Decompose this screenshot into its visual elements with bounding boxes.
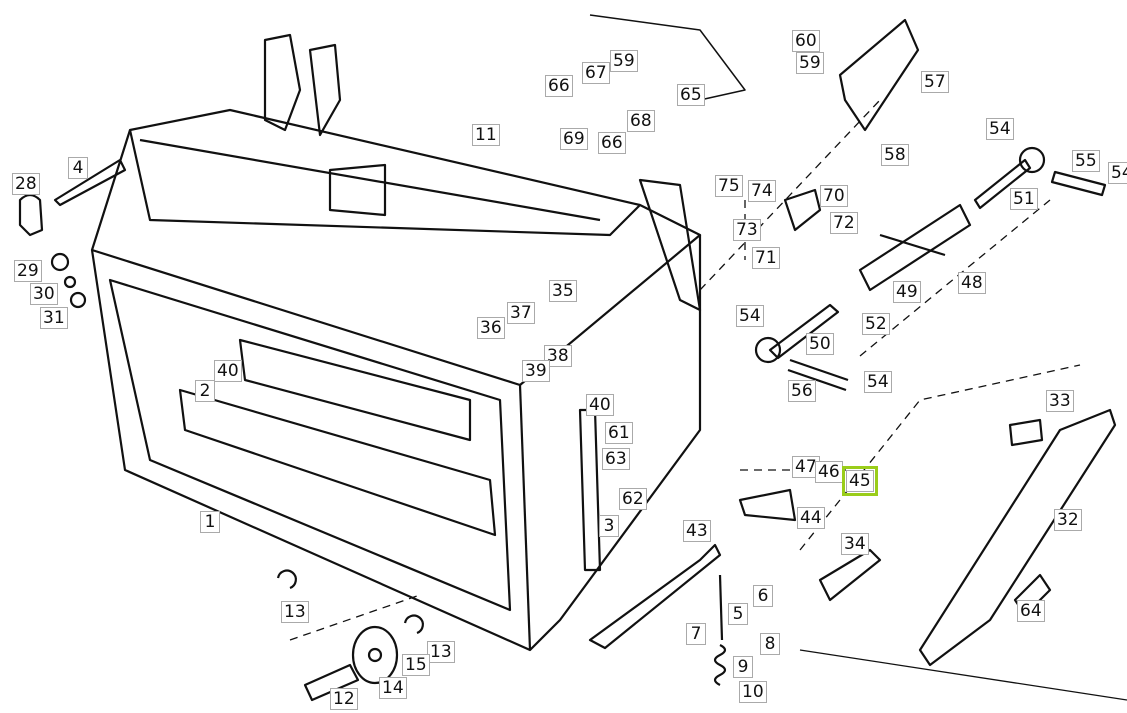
part-label-29[interactable]: 29	[14, 260, 42, 282]
part-label-39[interactable]: 39	[522, 360, 550, 382]
part-label-9[interactable]: 9	[733, 656, 753, 678]
part-label-62[interactable]: 62	[619, 488, 647, 510]
part-label-11[interactable]: 11	[472, 124, 500, 146]
part-label-54[interactable]: 54	[1108, 162, 1127, 184]
part-label-43[interactable]: 43	[683, 520, 711, 542]
part-label-30[interactable]: 30	[30, 283, 58, 305]
part-label-36[interactable]: 36	[477, 317, 505, 339]
part-label-40[interactable]: 40	[586, 394, 614, 416]
part-label-6[interactable]: 6	[753, 585, 773, 607]
part-label-60[interactable]: 60	[792, 30, 820, 52]
part-label-68[interactable]: 68	[627, 110, 655, 132]
part-label-35[interactable]: 35	[549, 280, 577, 302]
part-label-5[interactable]: 5	[728, 603, 748, 625]
part-label-34[interactable]: 34	[841, 533, 869, 555]
part-label-59[interactable]: 59	[796, 52, 824, 74]
part-label-31[interactable]: 31	[40, 307, 68, 329]
part-label-8[interactable]: 8	[760, 633, 780, 655]
part-label-70[interactable]: 70	[820, 185, 848, 207]
part-label-72[interactable]: 72	[830, 212, 858, 234]
part-label-38[interactable]: 38	[544, 345, 572, 367]
part-label-45[interactable]: 45	[842, 466, 878, 496]
part-label-54[interactable]: 54	[736, 305, 764, 327]
part-label-7[interactable]: 7	[686, 623, 706, 645]
part-label-56[interactable]: 56	[788, 380, 816, 402]
part-label-44[interactable]: 44	[797, 507, 825, 529]
part-label-54[interactable]: 54	[864, 371, 892, 393]
part-label-71[interactable]: 71	[752, 247, 780, 269]
part-label-64[interactable]: 64	[1017, 600, 1045, 622]
part-label-15[interactable]: 15	[402, 654, 430, 676]
part-label-75[interactable]: 75	[715, 175, 743, 197]
part-label-49[interactable]: 49	[893, 281, 921, 303]
part-label-46[interactable]: 46	[815, 461, 843, 483]
part-label-58[interactable]: 58	[881, 144, 909, 166]
part-label-52[interactable]: 52	[862, 313, 890, 335]
part-label-14[interactable]: 14	[379, 677, 407, 699]
part-label-3[interactable]: 3	[599, 515, 619, 537]
part-label-12[interactable]: 12	[330, 688, 358, 710]
part-label-47[interactable]: 47	[792, 456, 820, 478]
part-label-28[interactable]: 28	[12, 173, 40, 195]
part-label-48[interactable]: 48	[958, 272, 986, 294]
part-label-40[interactable]: 40	[214, 360, 242, 382]
part-label-4[interactable]: 4	[68, 157, 88, 179]
part-label-33[interactable]: 33	[1046, 390, 1074, 412]
part-label-61[interactable]: 61	[605, 422, 633, 444]
part-label-69[interactable]: 69	[560, 128, 588, 150]
part-label-51[interactable]: 51	[1010, 188, 1038, 210]
part-label-73[interactable]: 73	[733, 219, 761, 241]
part-label-74[interactable]: 74	[748, 180, 776, 202]
part-label-67[interactable]: 67	[582, 62, 610, 84]
part-label-2[interactable]: 2	[195, 380, 215, 402]
part-label-59[interactable]: 59	[610, 50, 638, 72]
part-label-37[interactable]: 37	[507, 302, 535, 324]
part-label-32[interactable]: 32	[1054, 509, 1082, 531]
part-label-54[interactable]: 54	[986, 118, 1014, 140]
part-label-50[interactable]: 50	[806, 333, 834, 355]
part-label-63[interactable]: 63	[602, 448, 630, 470]
part-label-57[interactable]: 57	[921, 71, 949, 93]
part-label-13[interactable]: 13	[281, 601, 309, 623]
part-label-65[interactable]: 65	[677, 84, 705, 106]
part-label-66[interactable]: 66	[545, 75, 573, 97]
part-label-1[interactable]: 1	[200, 511, 220, 533]
part-label-66[interactable]: 66	[598, 132, 626, 154]
part-label-13[interactable]: 13	[427, 641, 455, 663]
part-label-10[interactable]: 10	[739, 681, 767, 703]
part-label-55[interactable]: 55	[1072, 150, 1100, 172]
